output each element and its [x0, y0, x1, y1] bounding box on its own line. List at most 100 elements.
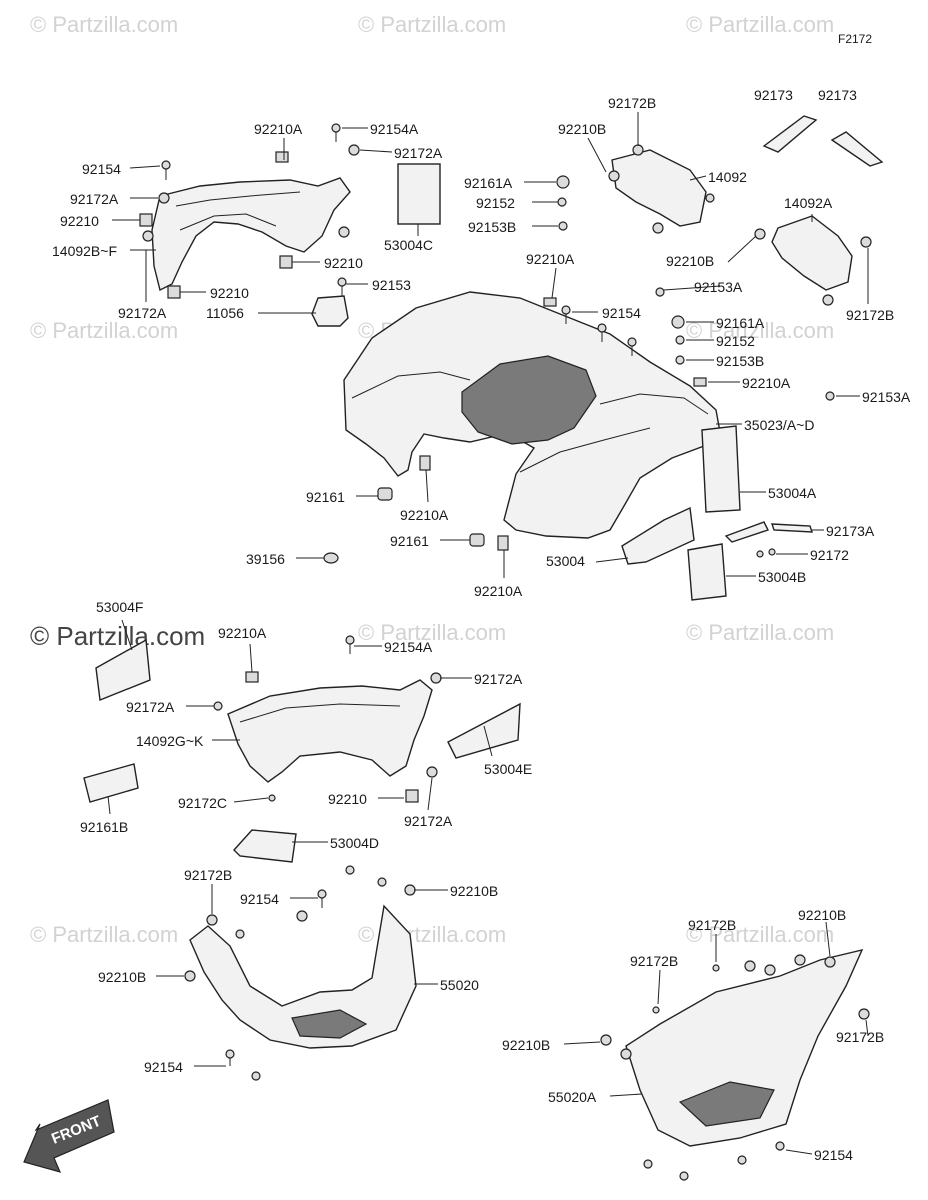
part-shapes: FRONT [23, 115, 884, 1173]
callout-label: 92210A [254, 121, 303, 137]
pad-53004 [621, 506, 695, 565]
inner-fender-14092g [227, 679, 433, 783]
strap-92173a [724, 521, 769, 543]
grommet-92161 [469, 533, 485, 547]
clip-92210 [405, 789, 419, 803]
leader-lines [107, 112, 869, 1155]
callout-label: 39156 [246, 551, 285, 567]
callout-label: 92172C [178, 795, 227, 811]
callout-label: 92161 [306, 489, 345, 505]
callout-label: 92210A [526, 251, 575, 267]
pad-53004b [687, 543, 727, 601]
bracket-14092 [611, 149, 707, 227]
callout-label: 92210A [400, 507, 449, 523]
watermark: © Partzilla.com [686, 12, 834, 37]
callout-label: 14092B~F [52, 243, 117, 259]
watermark: © Partzilla.com [686, 922, 834, 947]
callout-label: 92210 [328, 791, 367, 807]
pad-53004f [95, 638, 151, 701]
callout-label: 92172B [846, 307, 894, 323]
clip-92210a [419, 455, 431, 471]
callout-label: 35023/A~D [744, 417, 814, 433]
callout-label: 92172A [126, 699, 175, 715]
callout-label: 92154 [240, 891, 279, 907]
watermark: © Partzilla.com [30, 318, 178, 343]
bracket-11056 [311, 295, 349, 327]
callout-label: 92161A [716, 315, 765, 331]
callout-label: 92172B [608, 95, 656, 111]
watermark: © Partzilla.com [358, 12, 506, 37]
clip-92210a [543, 297, 557, 307]
callout-label: 92153 [372, 277, 411, 293]
main-watermark: © Partzilla.com [30, 621, 205, 651]
callout-label: 92154 [602, 305, 641, 321]
callout-label: 92210 [324, 255, 363, 271]
callout-label: 92172A [118, 305, 167, 321]
clip-39156 [323, 552, 339, 564]
callout-label: 92154 [144, 1059, 183, 1075]
callout-label: 92172B [836, 1029, 884, 1045]
callout-label: 92210B [666, 253, 714, 269]
callout-label: 92153B [468, 219, 516, 235]
watermark: © Partzilla.com [358, 620, 506, 645]
callout-label: 92172A [404, 813, 453, 829]
callout-label: 92173A [826, 523, 875, 539]
clip-92210 [167, 285, 181, 299]
clip-92210a [275, 151, 289, 163]
callout-label: 92172A [474, 671, 523, 687]
callout-label: 92210A [474, 583, 523, 599]
callout-label: 92161 [390, 533, 429, 549]
callout-label: 92172A [70, 191, 119, 207]
clip-92210a [693, 377, 707, 387]
inner-fender-14092b [151, 177, 351, 292]
callout-label: 92153A [862, 389, 911, 405]
callout-label: 92161B [80, 819, 128, 835]
callout-label: 14092A [784, 195, 833, 211]
callout-label: 53004C [384, 237, 433, 253]
callout-label: 92161A [464, 175, 513, 191]
callout-label: 92173 [754, 87, 793, 103]
callout-label: 92153A [694, 279, 743, 295]
pad-53004e [447, 702, 521, 759]
callout-label: 92210 [60, 213, 99, 229]
callout-label: 92210B [98, 969, 146, 985]
callout-label: 92154A [370, 121, 419, 137]
pad-53004c [397, 163, 441, 225]
clip-92210a [245, 671, 259, 683]
figure-code: F2172 [838, 32, 872, 46]
strap-92173 [762, 115, 818, 153]
callout-label: 92152 [716, 333, 755, 349]
callout-label: 92210B [502, 1037, 550, 1053]
callout-label: 92210B [558, 121, 606, 137]
clip-92210a [497, 535, 509, 551]
floorboard-55020a [625, 948, 864, 1147]
callout-label: 14092G~K [136, 733, 204, 749]
callout-label: 92154 [82, 161, 121, 177]
callout-label: 53004A [768, 485, 817, 501]
watermark: © Partzilla.com [30, 12, 178, 37]
clip-92210 [279, 255, 293, 269]
callout-label: 92172B [630, 953, 678, 969]
callout-label: 53004F [96, 599, 143, 615]
callout-label: 55020 [440, 977, 479, 993]
strap-92173a [771, 523, 813, 533]
callout-label: 92210B [450, 883, 498, 899]
grommet-92161 [377, 487, 393, 501]
callout-label: 14092 [708, 169, 747, 185]
pad-92161b [83, 763, 139, 803]
floorboard-55020a-step [678, 1081, 775, 1127]
callout-label: 92172A [394, 145, 443, 161]
floorboard-55020-step [291, 1009, 368, 1039]
callout-label: 53004E [484, 761, 532, 777]
callout-label: 53004D [330, 835, 379, 851]
callout-label: 92154 [814, 1147, 853, 1163]
pad-53004a [701, 425, 741, 513]
callout-label: 55020A [548, 1089, 597, 1105]
callout-label: 92210A [218, 625, 267, 641]
strap-92173 [830, 131, 884, 167]
callout-label: 53004B [758, 569, 806, 585]
callout-label: 53004 [546, 553, 585, 569]
callout-label: 92210A [742, 375, 791, 391]
